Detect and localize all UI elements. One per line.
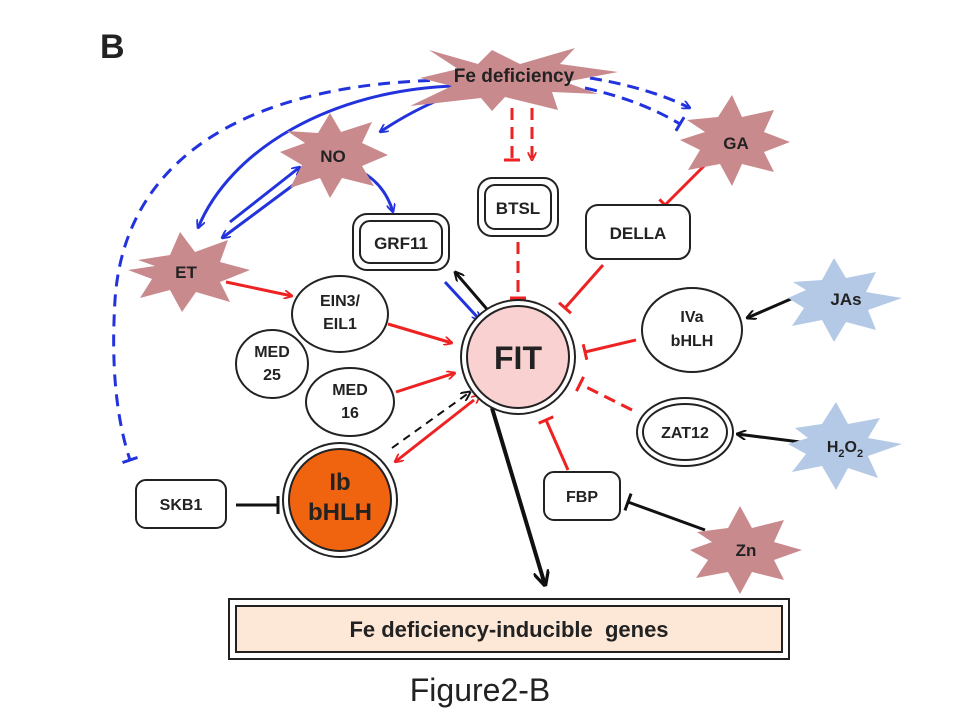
edge-zat12-inhibit-fit [575,376,633,412]
med25-node: MED 25 [235,329,309,399]
edge-grf11-to-fit [443,280,480,320]
grf11-label: GRF11 [374,234,428,253]
iva-label-line1: IVa [680,309,703,326]
edge-iva-inhibit-fit [581,338,637,361]
della-node: DELLA [585,204,691,260]
h2o2-signal: H2O2 [788,402,902,490]
skb1-node: SKB1 [135,479,227,529]
fbp-label: FBP [566,489,598,506]
edge-fe-inhibit-ga [584,86,686,132]
no-signal: NO [280,113,388,198]
iva-bhlh-node: IVa bHLH [641,287,743,373]
no-label: NO [320,147,346,166]
edge-fit-to-grf11 [455,272,494,316]
edge-della-inhibit-fit [558,264,605,315]
fe-deficiency-label: Fe deficiency [454,66,575,87]
edge-fe-inhibit-skb1 [112,78,451,464]
edge-ib-to-fit [391,392,470,449]
fit-node: FIT [460,299,576,415]
edge-no-to-et [222,178,301,238]
grf11-node: GRF11 [352,213,450,271]
med25-label-line1: MED [254,344,290,361]
ib-bhlh-node: Ib bHLH [282,442,398,558]
ein3-label-line1: EIN3/ [320,293,361,310]
zn-signal: Zn [690,506,802,594]
btsl-label: BTSL [496,199,540,218]
zat12-node: ZAT12 [636,397,734,467]
edge-h2o2-to-zat12 [737,434,801,444]
output-genes-label: Fe deficiency-inducible genes [349,617,668,642]
della-label: DELLA [610,224,667,243]
h2o2-label: H2O2 [827,439,863,460]
btsl-node: BTSL [477,177,559,237]
fit-label: FIT [494,340,542,376]
med16-label-line2: 16 [341,405,359,422]
edge-med16-to-fit [395,373,455,394]
et-label: ET [175,263,197,282]
et-signal: ET [128,232,250,312]
ein3-label-line2: EIL1 [323,316,357,333]
ib-label-line2: bHLH [308,499,372,526]
ga-signal: GA [680,95,790,186]
skb1-label: SKB1 [160,497,203,514]
edge-fit-to-genes [490,407,545,585]
ga-label: GA [723,134,749,153]
output-genes-box: Fe deficiency-inducible genes [228,598,790,660]
edge-fe-to-et [198,84,456,228]
edge-zn-inhibit-fbp [623,493,706,532]
fe-deficiency-signal: Fe deficiency [410,48,618,111]
jas-signal: JAs [788,258,902,342]
med25-label-line2: 25 [263,367,281,384]
edge-ga-inhibit-della [658,158,712,212]
edge-et-to-ein3 [225,280,292,296]
med16-label-line1: MED [332,382,368,399]
edge-fit-ib-interaction [395,400,474,462]
zat12-label: ZAT12 [661,425,709,442]
iva-label-line2: bHLH [671,333,714,350]
ein3-eil1-node: EIN3/ EIL1 [291,275,389,353]
edge-fbp-inhibit-fit [538,415,570,471]
jas-label: JAs [830,290,861,309]
edge-ein3-to-fit [387,322,452,343]
fbp-node: FBP [543,471,621,521]
edge-et-to-no [229,167,300,224]
figure-caption: Figure2-B [409,672,551,708]
zn-label: Zn [736,541,757,560]
panel-label: B [100,28,125,66]
med16-node: MED 16 [305,367,395,437]
ib-label-line1: Ib [329,469,350,496]
